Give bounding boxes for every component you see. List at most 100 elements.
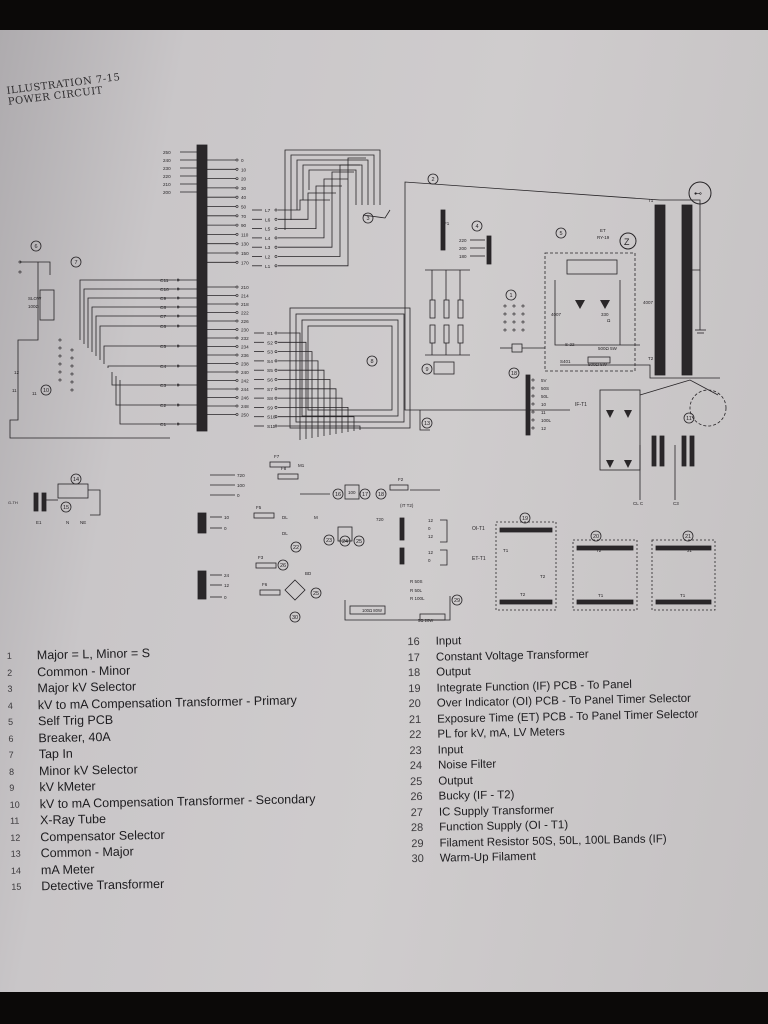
terminal [176, 296, 180, 300]
callout-number: 14 [73, 477, 79, 483]
terminal [274, 415, 278, 419]
tap-label: 0 [428, 526, 431, 531]
terminal [176, 287, 180, 291]
terminal-label: OI-T1 [472, 526, 485, 532]
callout-circle [427, 173, 439, 185]
transformer-bar [655, 599, 712, 605]
fuse [269, 461, 291, 468]
terminal [274, 396, 278, 400]
terminal-label: F5 [256, 505, 262, 510]
callout-number: 25 [356, 539, 362, 545]
resistor [429, 299, 436, 319]
terminal [521, 312, 525, 316]
terminal [70, 364, 74, 368]
switch-label: S4 [267, 359, 273, 365]
filament-transformer [681, 435, 687, 467]
breaker-resistor [39, 289, 55, 321]
terminal-label: CL C [633, 501, 644, 506]
noise-filter [337, 526, 353, 542]
wire [344, 596, 451, 621]
tap-label: 236 [241, 353, 249, 358]
switch-label: L5 [265, 227, 271, 233]
tap-label: 12 [428, 534, 434, 539]
terminal [176, 324, 180, 328]
terminal-label: F3 [258, 555, 264, 560]
tap-label: 12 [428, 550, 434, 555]
callout-number: 17 [362, 492, 368, 498]
callout-circle [60, 501, 72, 513]
terminal-label: S401 [560, 359, 571, 364]
terminal [503, 312, 507, 316]
callout-circle [310, 587, 322, 599]
legend-label: kV kMeter [39, 779, 96, 795]
terminal-label: R 50L [410, 588, 423, 593]
terminal [235, 404, 239, 408]
tap-label: C5 [160, 344, 166, 350]
tap-label: 240 [241, 370, 249, 375]
terminal [274, 359, 278, 363]
switch-label: S10 [267, 415, 276, 421]
tap-label: C9 [160, 296, 166, 302]
legend-label: Self Trig PCB [37, 712, 114, 729]
terminal-label: ET [600, 228, 606, 233]
wire [278, 369, 325, 436]
terminal [70, 348, 74, 352]
diode [600, 300, 610, 309]
terminal-label: ET-T1 [472, 556, 486, 562]
terminal [235, 311, 239, 314]
tap-label: 214 [241, 294, 249, 299]
detective-transformer [41, 492, 47, 512]
terminal [531, 402, 535, 406]
callout-number: 29 [454, 598, 460, 604]
terminal [274, 340, 278, 344]
terminal [503, 304, 507, 308]
terminal-label: T2 [596, 548, 602, 553]
terminal-label: T1 [598, 593, 604, 598]
tap-label: 200 [163, 190, 171, 195]
legend-number: 6 [8, 733, 14, 744]
callout-number: 3 [366, 216, 369, 222]
document-page: ILLUSTRATION 7-15 POWER CIRCUIT [0, 30, 768, 992]
tap-label: 250 [163, 150, 171, 155]
terminal [58, 370, 62, 374]
terminal [58, 378, 62, 382]
diode [575, 300, 585, 309]
wire [284, 149, 381, 230]
wire [95, 315, 176, 356]
callout-number: 25 [313, 591, 319, 597]
terminal-label: 100Ω [28, 304, 40, 309]
tap-label: 720 [376, 517, 384, 522]
diode [624, 460, 632, 468]
terminal [176, 422, 180, 426]
legend-label: Filament Resistor 50S, 50L, 100L Bands (… [439, 832, 667, 850]
diode [606, 460, 614, 468]
legend-number: 10 [9, 799, 20, 810]
terminal [58, 346, 62, 350]
wire [404, 181, 661, 215]
terminal [176, 314, 180, 318]
terminal [176, 383, 180, 387]
tap-label: 40 [241, 195, 247, 200]
callout-circle [505, 289, 517, 301]
tap-label: 230 [241, 328, 249, 333]
terminal [18, 270, 22, 274]
terminal-label: 500Ω 5W [588, 362, 608, 367]
terminal-label: IF-T1 [575, 402, 587, 408]
callout-circle [683, 412, 695, 424]
fuse [440, 209, 446, 251]
callout-number: 7 [74, 260, 77, 266]
terminal-label: T2 [648, 356, 654, 361]
tap-label: 234 [241, 345, 249, 350]
wire [554, 280, 640, 346]
relay [511, 343, 523, 353]
legend-label: X-Ray Tube [39, 812, 107, 828]
tap-label: 250 [241, 413, 249, 418]
switch-label: S8 [267, 396, 273, 402]
switch-label: L7 [265, 208, 271, 214]
tap-label: C4 [160, 364, 166, 370]
tap-label: 5V [541, 378, 547, 383]
callout-circle [375, 488, 387, 500]
wire [88, 489, 101, 516]
legend-number: 25 [409, 775, 423, 788]
tap-label: 180 [459, 254, 467, 259]
